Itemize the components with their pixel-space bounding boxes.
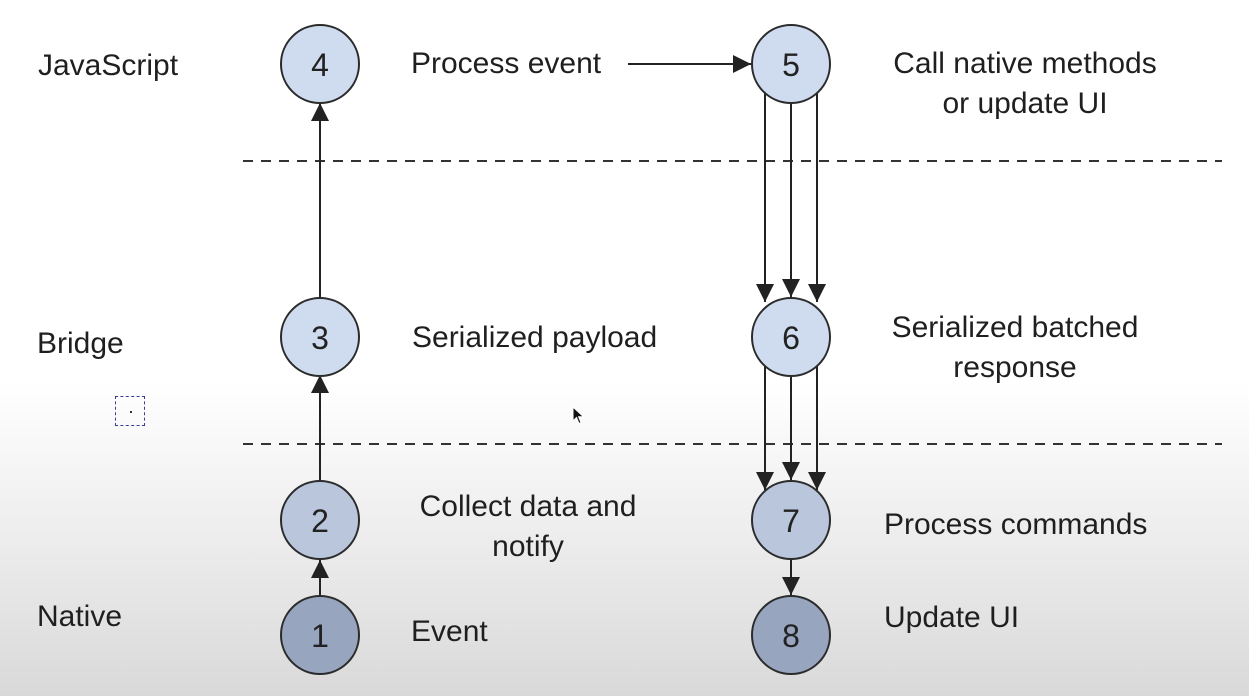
node-2-number: 2: [311, 503, 329, 539]
step-5-text: Call native methods or update UI: [884, 44, 1166, 124]
step-4-text: Process event: [411, 47, 602, 80]
node-1: 1: [280, 595, 360, 675]
step-2-line-1: Collect data and: [419, 490, 637, 523]
step-5-line-2: or update UI: [942, 87, 1108, 120]
mouse-cursor-icon: [572, 406, 585, 425]
node-2: 2: [280, 480, 360, 560]
node-5: 5: [751, 24, 831, 104]
node-3-number: 3: [311, 320, 329, 356]
step-8-text: Update UI: [884, 601, 1020, 634]
step-6-line-2: response: [953, 351, 1077, 384]
node-8: 8: [751, 595, 831, 675]
node-5-number: 5: [782, 47, 800, 83]
node-4: 4: [280, 24, 360, 104]
step-6-line-1: Serialized batched: [891, 311, 1139, 344]
step-6-text: Serialized batched response: [884, 308, 1146, 388]
step-2-line-2: notify: [492, 530, 564, 563]
step-2-text: Collect data and notify: [410, 487, 646, 567]
layer-label-javascript: JavaScript: [38, 49, 179, 82]
node-6-number: 6: [782, 320, 800, 356]
step-1-text: Event: [411, 615, 488, 648]
node-1-number: 1: [311, 618, 329, 654]
node-7-number: 7: [782, 503, 800, 539]
layer-label-native: Native: [37, 600, 123, 633]
layer-label-bridge: Bridge: [37, 327, 124, 360]
selection-box[interactable]: [115, 396, 145, 426]
step-3-text: Serialized payload: [412, 321, 658, 354]
node-6: 6: [751, 297, 831, 377]
node-4-number: 4: [311, 47, 329, 83]
node-8-number: 8: [782, 618, 800, 654]
node-3: 3: [280, 297, 360, 377]
step-7-text: Process commands: [884, 508, 1148, 541]
node-7: 7: [751, 480, 831, 560]
step-5-line-1: Call native methods: [893, 47, 1157, 80]
